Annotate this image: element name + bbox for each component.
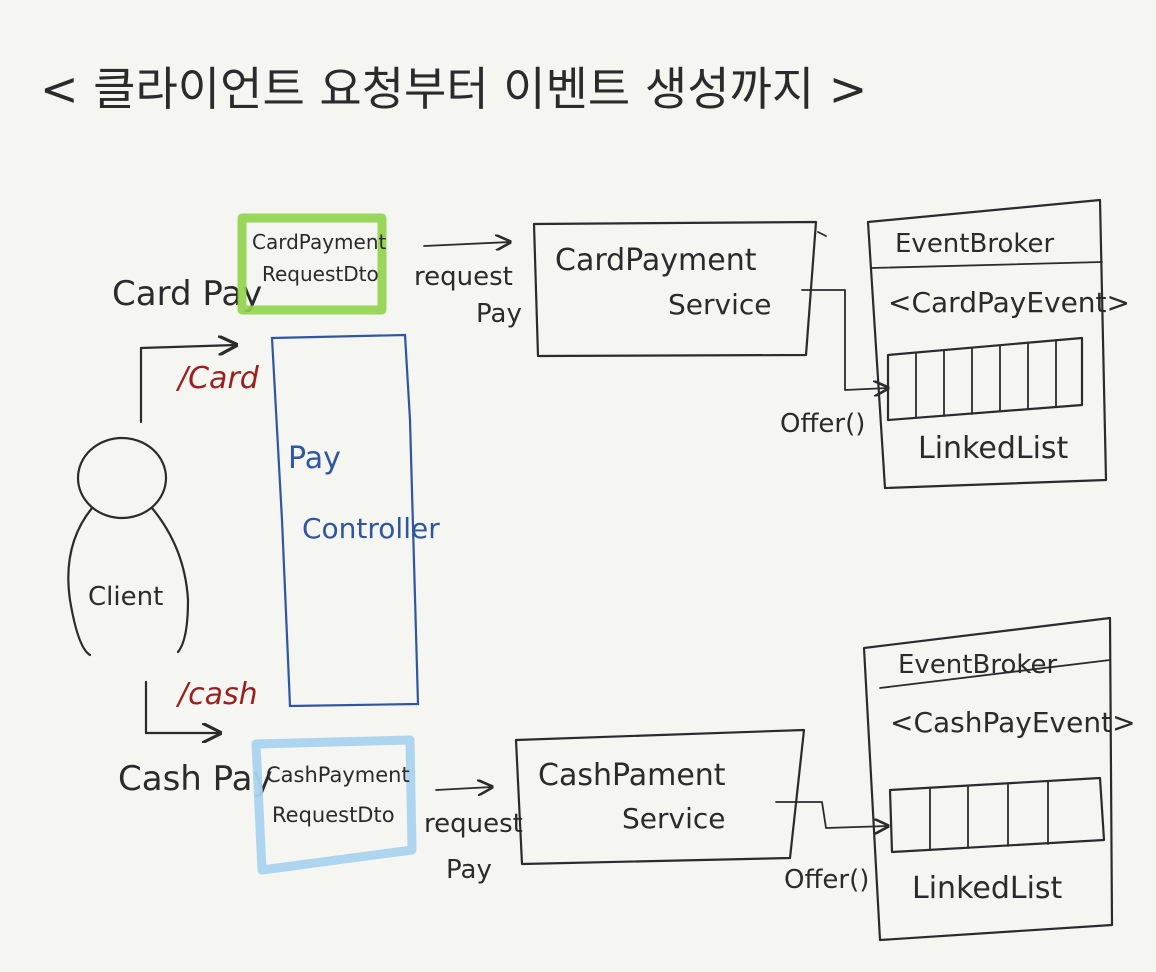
client-body-right [150, 506, 190, 654]
cash-broker-box [862, 616, 1114, 942]
pay-controller: Pay Controller [270, 333, 440, 708]
pay-controller-box [270, 333, 420, 708]
card-pay-label: Card Pay [112, 274, 262, 314]
cash-route-label: /cash [175, 677, 258, 712]
cash-broker-generic: <CashPayEvent> [890, 706, 1136, 739]
card-broker-box [866, 198, 1108, 490]
cash-pay-label: Cash Pay [118, 759, 273, 799]
card-service-line2: Service [668, 288, 771, 321]
card-queue-label: LinkedList [918, 431, 1069, 466]
card-offer-arrow [801, 289, 888, 390]
card-dto-highlight [237, 213, 387, 315]
cash-service-line1: CashPament [538, 758, 726, 793]
cash-queue-outline [888, 776, 1106, 854]
card-payment-service: CardPayment Service [532, 220, 827, 358]
client-label: Client [88, 582, 163, 612]
cash-broker-divider [879, 659, 1111, 689]
card-route-arrow [139, 345, 236, 424]
card-broker-divider [871, 261, 1103, 269]
card-request-arrow [423, 242, 510, 246]
page-title: < 클라이언트 요청부터 이벤트 생성까지 > [40, 62, 867, 116]
controller-line1: Pay [288, 441, 341, 476]
cash-event-broker: EventBroker <CashPayEvent> LinkedList [862, 616, 1136, 942]
card-broker-generic: <CardPayEvent> [888, 286, 1130, 319]
cash-offer-arrow [775, 801, 888, 828]
card-route-label: /Card [175, 361, 260, 396]
card-event-broker: EventBroker <CardPayEvent> LinkedList [866, 198, 1130, 490]
card-offer-label: Offer() [780, 409, 865, 439]
cash-dto-line1: CashPayment [266, 763, 410, 787]
cash-request-arrow [435, 787, 492, 790]
cash-service-line2: Service [622, 802, 725, 835]
card-service-box [532, 220, 818, 358]
card-request-line1: request [414, 262, 513, 292]
cash-queue-label: LinkedList [912, 871, 1063, 906]
card-request-line2: Pay [476, 299, 522, 329]
card-service-tick [817, 231, 827, 237]
card-broker-title: EventBroker [895, 229, 1054, 259]
cash-broker-title: EventBroker [898, 650, 1057, 680]
cash-service-box [514, 728, 806, 866]
cash-request-line2: Pay [446, 855, 492, 885]
controller-line2: Controller [302, 512, 440, 545]
client-body-left [67, 506, 94, 657]
card-service-line1: CardPayment [555, 243, 757, 278]
card-payment-request-dto: CardPayment RequestDto [237, 213, 387, 315]
cash-dto-highlight [251, 735, 417, 875]
client-figure: Client [67, 436, 190, 657]
card-queue-outline [886, 336, 1084, 422]
cash-dto-line2: RequestDto [272, 803, 395, 827]
cash-payment-service: CashPament Service [514, 728, 806, 866]
cash-offer-label: Offer() [784, 865, 869, 895]
card-dto-line2: RequestDto [262, 262, 379, 286]
cash-payment-request-dto: CashPayment RequestDto [251, 735, 417, 875]
cash-request-line1: request [424, 809, 523, 839]
card-dto-line1: CardPayment [252, 230, 387, 254]
cash-linkedlist-queue [888, 776, 1106, 854]
cash-route-arrow [144, 680, 220, 733]
card-linkedlist-queue [886, 336, 1084, 422]
client-head [76, 436, 168, 520]
